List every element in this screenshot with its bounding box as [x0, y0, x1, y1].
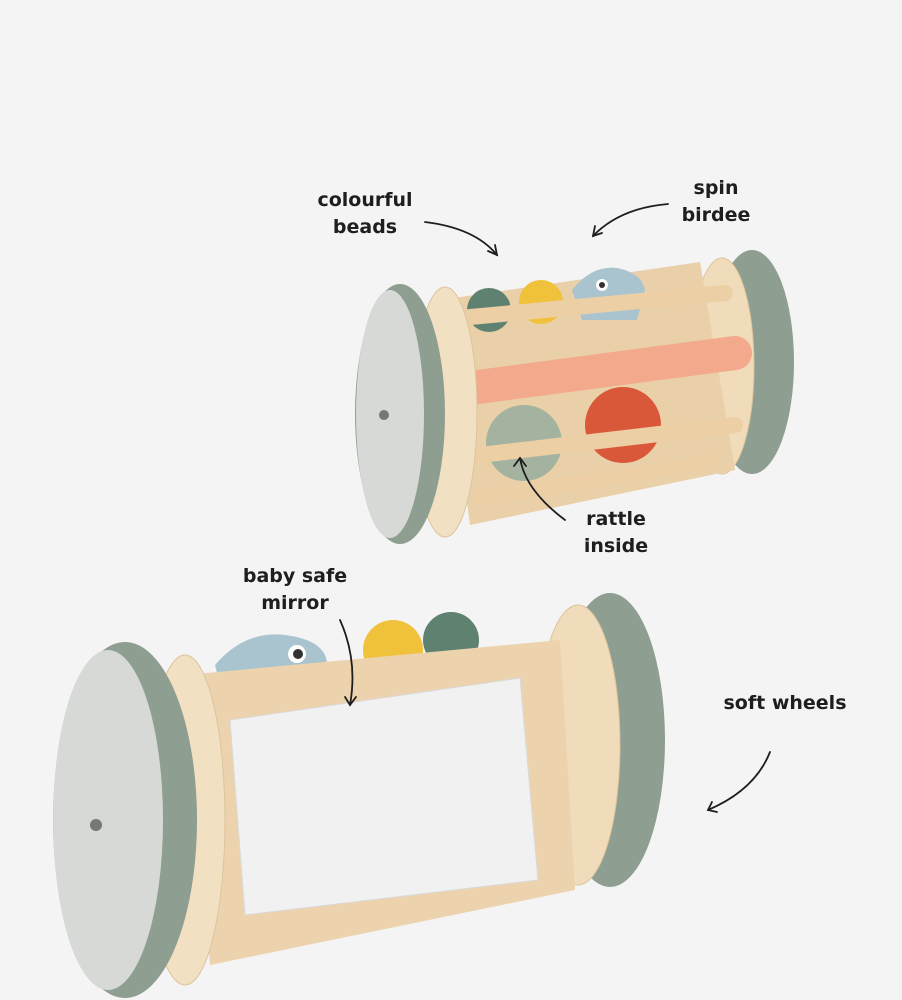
- wheels-arrow: [707, 751, 771, 811]
- callout-line: soft wheels: [723, 692, 847, 714]
- callout-spin-birdee: spin birdee: [666, 175, 766, 229]
- mirror-arrow: [339, 619, 354, 706]
- callout-line: inside: [583, 535, 649, 557]
- callout-line: baby safe: [242, 565, 348, 587]
- rattle-arrow: [519, 457, 566, 521]
- callout-soft-wheels: soft wheels: [715, 690, 855, 717]
- birdee-arrow: [592, 203, 669, 237]
- callout-line: rattle: [586, 508, 646, 530]
- callout-baby-safe-mirror: baby safe mirror: [230, 563, 360, 617]
- mirror: [229, 677, 539, 916]
- callout-line: spin: [693, 177, 739, 199]
- arrows: [339, 203, 771, 813]
- callout-line: colourful: [317, 189, 413, 211]
- callout-line: beads: [332, 216, 398, 238]
- red-ball: [585, 387, 661, 463]
- pink-rod: [453, 336, 752, 405]
- callout-line: birdee: [681, 204, 751, 226]
- beads-arrow: [424, 221, 498, 256]
- upper-rattle-toy: [355, 250, 794, 544]
- callout-line: mirror: [261, 592, 329, 614]
- callout-colourful-beads: colourful beads: [305, 187, 425, 241]
- callout-rattle-inside: rattle inside: [566, 506, 666, 560]
- lower-mirror-toy: [53, 593, 665, 998]
